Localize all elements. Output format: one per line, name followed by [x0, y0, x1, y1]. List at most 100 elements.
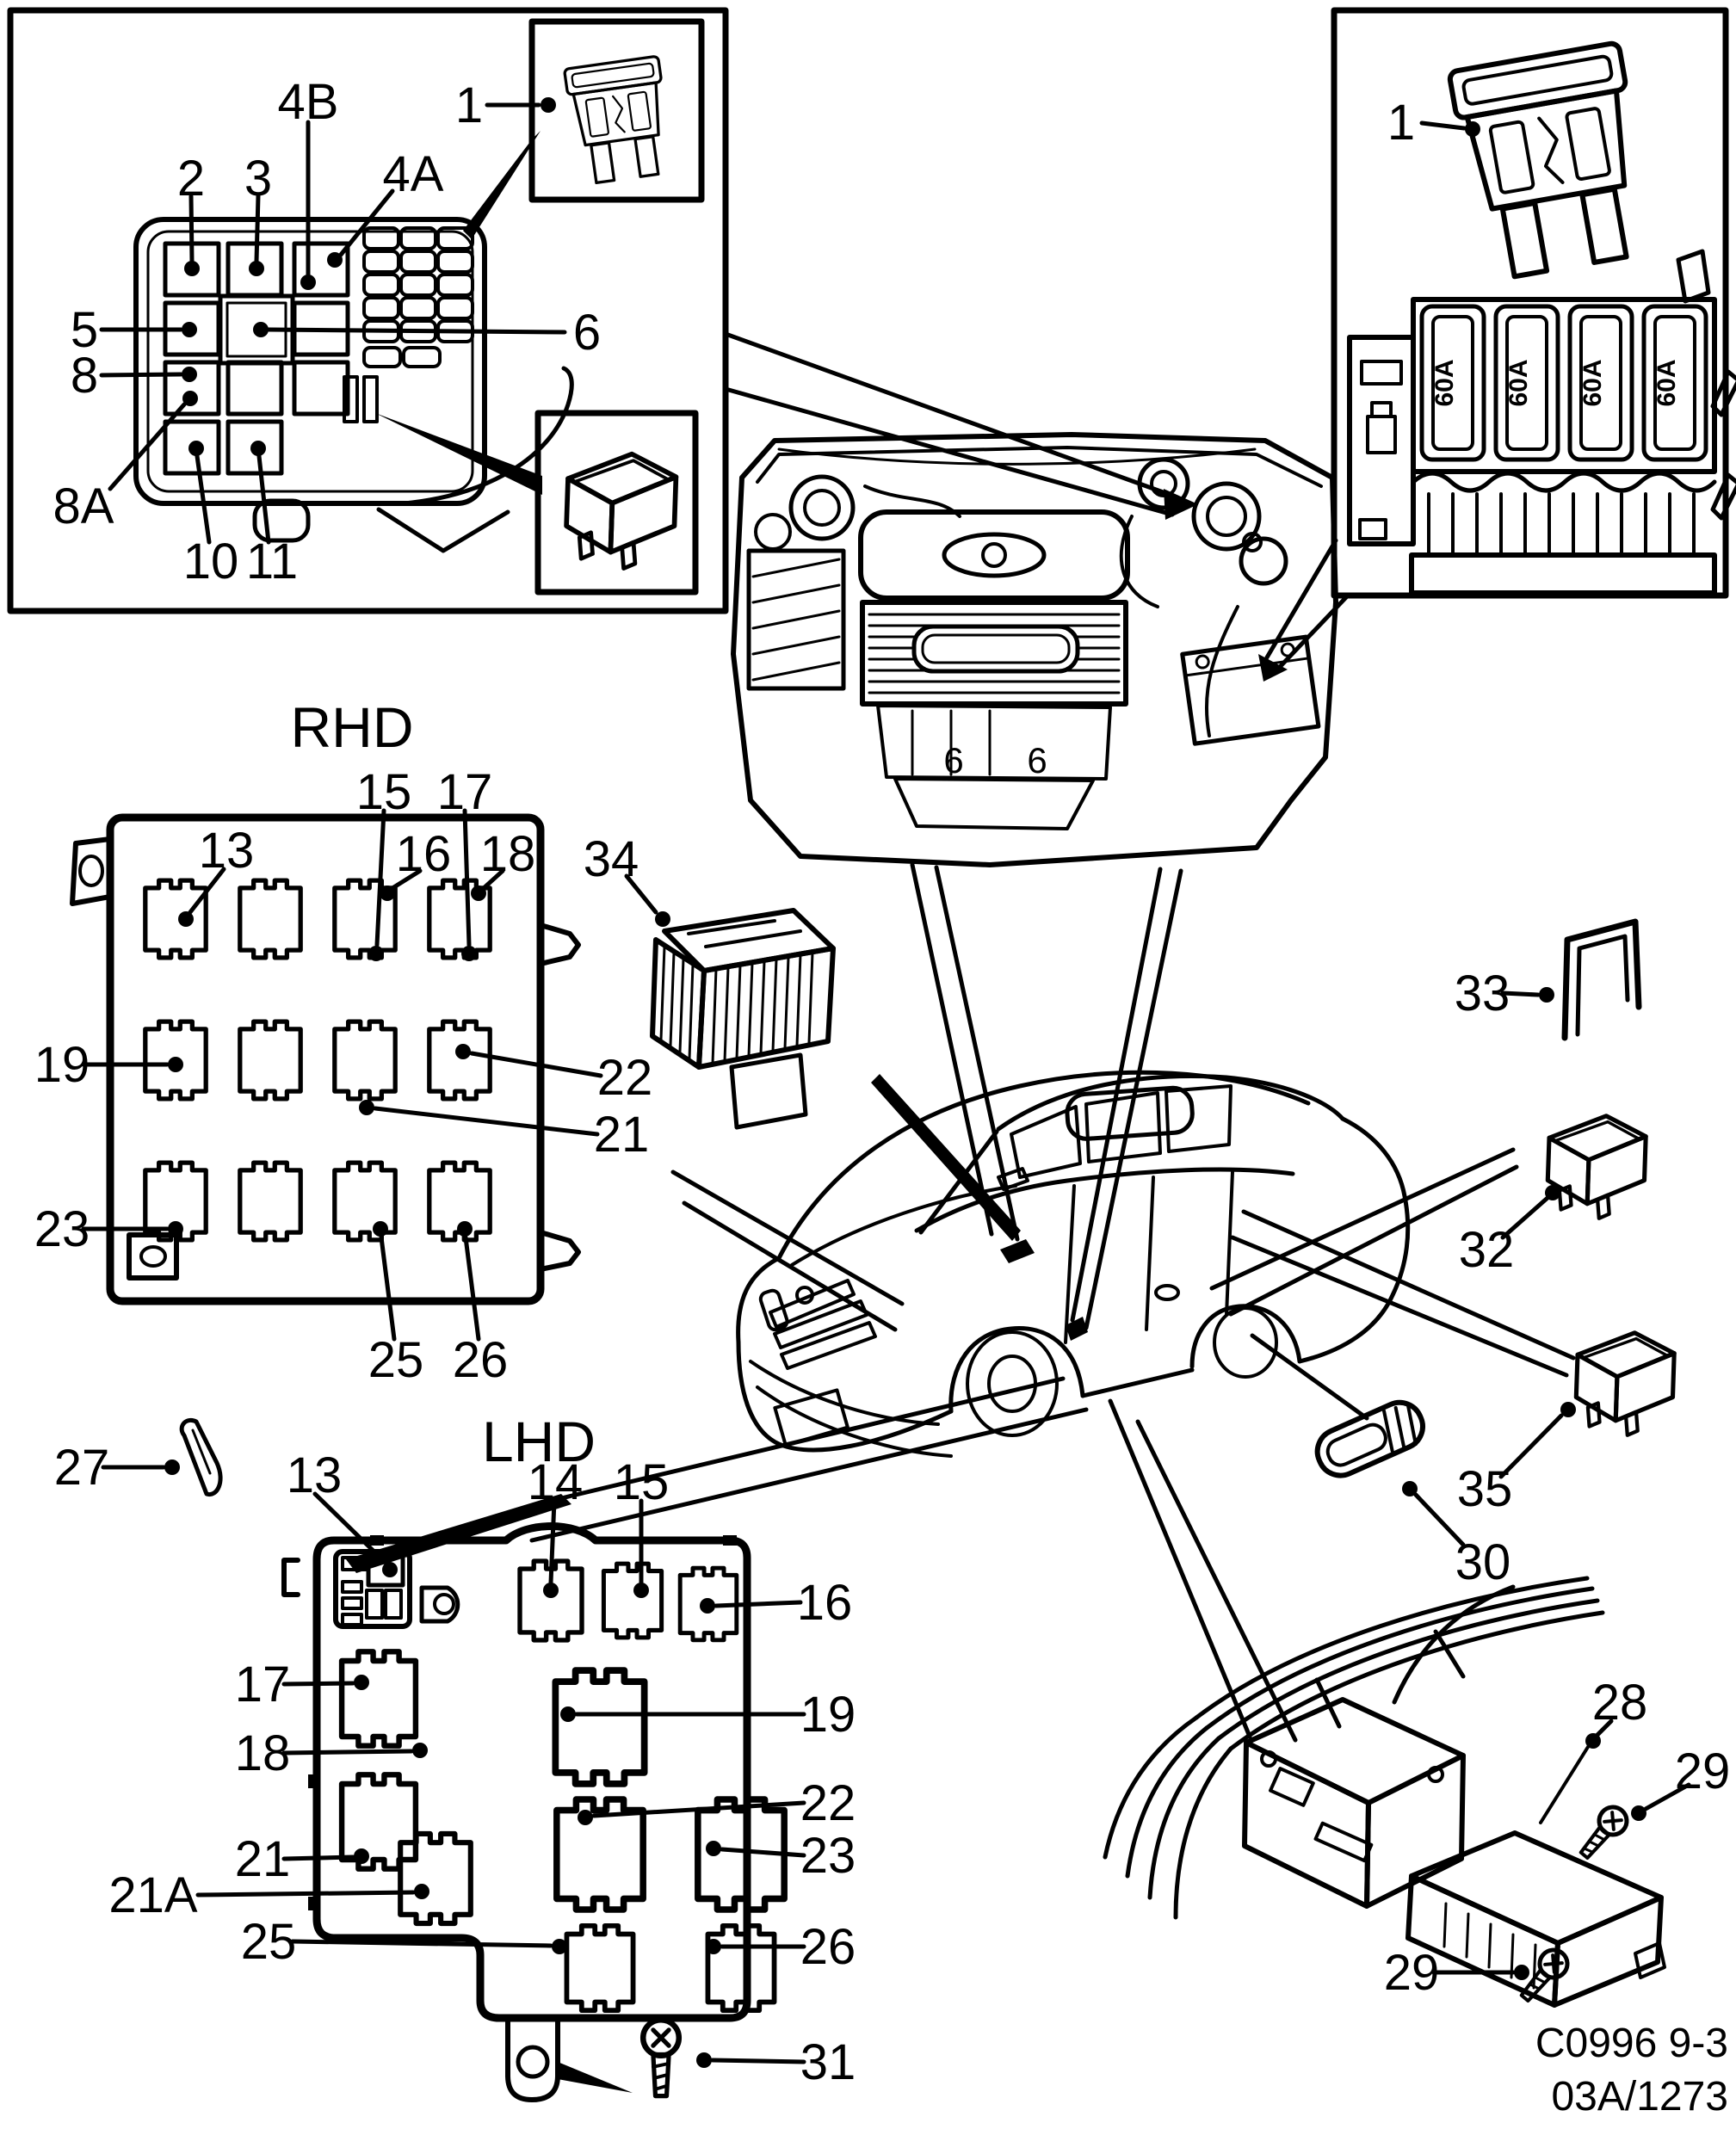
callout-r17: 17 [437, 764, 493, 961]
relay-socket [342, 1651, 416, 1745]
side-clip [281, 1558, 300, 1597]
callout-r21: 21 [359, 1100, 649, 1163]
inset-relay [534, 410, 699, 596]
lhd-fusebox: LHD 27 13 1 [54, 1410, 856, 2102]
finned-module-34: 34 [584, 831, 836, 1130]
relay-socket [240, 1163, 300, 1240]
engine-marking: 6 [1027, 740, 1047, 781]
panel-border [7, 7, 729, 614]
headlight [758, 1288, 789, 1332]
maxi-fuse-60a: 60A [1419, 304, 1486, 462]
rhd-sockets [145, 880, 490, 1240]
callout-label-27: 27 [54, 1440, 110, 1496]
callout-label-18: 18 [235, 1725, 291, 1781]
bracket-33: 33 [1455, 918, 1642, 1041]
callout-30: 30 [1402, 1481, 1511, 1590]
location-mark-door [1066, 1317, 1088, 1341]
callout-label-8: 8 [71, 348, 98, 404]
callout-label-19: 19 [34, 1037, 90, 1093]
callout-2: 2 [177, 151, 205, 276]
module-fins-right [711, 951, 814, 1065]
callout-l25: 25 [241, 1914, 567, 1970]
callout-l21a: 21A [108, 1867, 429, 1923]
callout-label-34: 34 [584, 831, 639, 887]
callout-label-22: 22 [800, 1775, 856, 1831]
callout-label-3: 3 [244, 151, 272, 207]
rhd-title: RHD [291, 695, 414, 759]
callout-label-17: 17 [437, 764, 493, 820]
engine-marking: 6 [943, 740, 963, 781]
callout-label-13: 13 [199, 823, 255, 879]
fuse-rating-label: 60A [1653, 359, 1681, 406]
callout-label-21: 21 [594, 1107, 650, 1163]
callout-label-15: 15 [356, 764, 412, 820]
callout-label-31: 31 [800, 2034, 856, 2090]
module-fins-left [659, 945, 695, 1060]
relay-socket [225, 360, 284, 417]
panel-maxi-fuse: 1 60A 60A 60A 60A [1331, 7, 1736, 599]
callout-label-4a: 4A [383, 146, 444, 202]
callout-label-29: 29 [1675, 1743, 1731, 1799]
relay-35: 35 [1457, 1333, 1674, 1517]
rhd-fusebox: RHD 13 15 16 17 18 [34, 695, 653, 1388]
callout-label-30: 30 [1455, 1534, 1511, 1590]
callout-label-25: 25 [241, 1914, 297, 1970]
callout-label-22: 22 [597, 1050, 653, 1106]
connector-bump [538, 923, 581, 966]
blade-fuse-icon [1449, 42, 1655, 281]
relay-socket [342, 1774, 416, 1868]
drawing-code: C0996 9-3 [1535, 2021, 1728, 2066]
callout-l16: 16 [700, 1575, 852, 1631]
callout-3: 3 [244, 151, 272, 276]
callout-label-16: 16 [797, 1575, 853, 1631]
relay-socket [240, 880, 300, 958]
hood-badge [795, 1286, 814, 1305]
relay-socket [555, 1670, 644, 1784]
callout-label-4b: 4B [278, 74, 339, 130]
callout-label-11: 11 [246, 534, 298, 589]
callout-label-33: 33 [1455, 966, 1511, 1021]
callout-label-21a: 21A [108, 1867, 198, 1923]
callout-r25: 25 [368, 1221, 424, 1388]
relay-socket [335, 1021, 395, 1099]
callout-10: 10 [183, 441, 238, 589]
maxi-fuse-60a: 60A [1493, 304, 1560, 462]
rear-wheel [1213, 1306, 1278, 1379]
callout-r13: 13 [178, 823, 254, 927]
pointer-wedge [871, 1074, 1021, 1241]
panel-engine-fusebox: 1 2 3 4B 4A 5 6 8 8A 10 11 [7, 7, 729, 614]
relay-32: 32 [1459, 1116, 1646, 1278]
lhd-box [312, 1522, 751, 2022]
callout-label-1: 1 [455, 77, 483, 133]
callout-r34: 34 [584, 831, 670, 927]
callout-29a: 29 [1573, 1743, 1730, 1864]
lhd-title: LHD [482, 1410, 596, 1473]
relay-socket [429, 1021, 490, 1099]
callout-label-19: 19 [800, 1687, 856, 1743]
maxi-fuse-60a: 60A [1567, 304, 1634, 462]
location-mark-cowl [1000, 1239, 1035, 1263]
callout-r23: 23 [34, 1201, 183, 1257]
callout-label-32: 32 [1459, 1222, 1515, 1278]
relay-socket [145, 880, 206, 958]
callout-4a: 4A [327, 146, 444, 268]
callout-6: 6 [253, 305, 601, 361]
callout-label-35: 35 [1457, 1461, 1513, 1517]
callout-label-14: 14 [528, 1454, 584, 1510]
callout-label-21: 21 [235, 1831, 291, 1887]
mirror [997, 1167, 1029, 1191]
maxi-fuse-60a: 60A [1641, 304, 1708, 462]
callout-33: 33 [1455, 966, 1554, 1021]
car-illustration [736, 1070, 1411, 1458]
mini-fuse-grid [362, 226, 474, 368]
callout-5: 5 [71, 302, 197, 358]
callout-35: 35 [1457, 1402, 1576, 1517]
harness-ecu-assembly: 28 29 29 [1103, 1576, 1730, 2007]
callout-label-25: 25 [368, 1332, 424, 1388]
callout-label-29: 29 [1384, 1945, 1440, 2001]
fuse-rating-label: 60A [1430, 359, 1459, 406]
callout-l31: 31 [696, 2034, 856, 2090]
harness-bracket [1242, 1697, 1466, 1909]
relay-socket [292, 360, 350, 417]
